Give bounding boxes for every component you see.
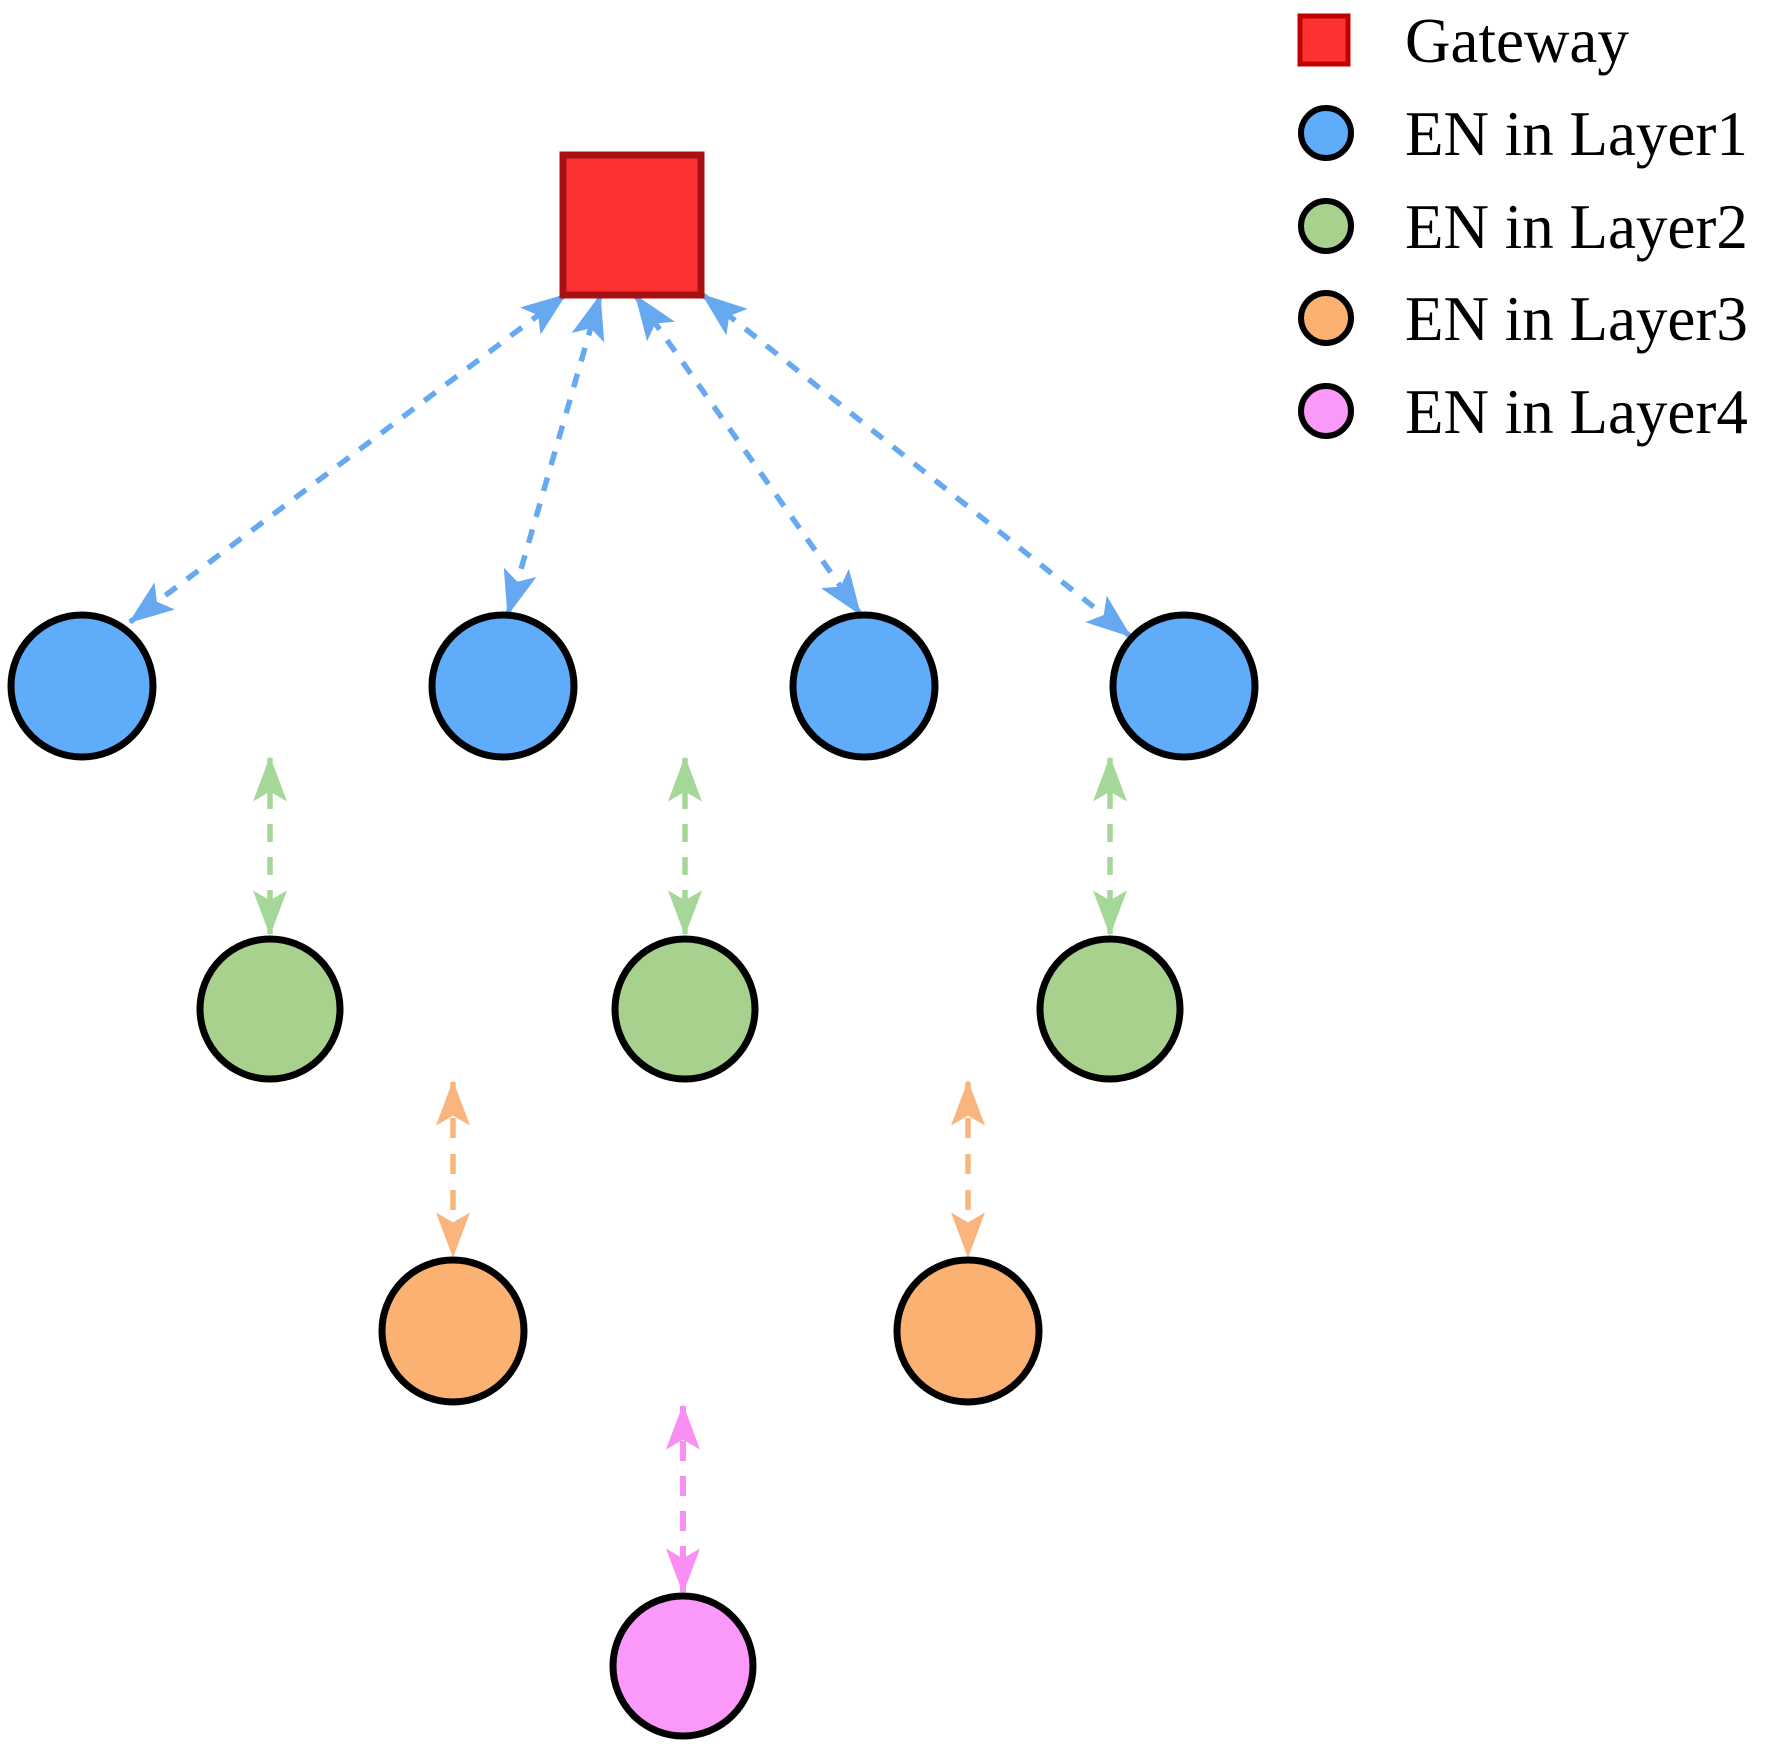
legend-swatch-layer3-circle <box>1298 290 1354 346</box>
link-gw-en-l1-1 <box>128 292 567 625</box>
legend-label: EN in Layer3 <box>1405 284 1748 354</box>
legend-label: EN in Layer4 <box>1405 377 1748 447</box>
en-l1-2-node <box>428 611 578 761</box>
en-l1-4-node <box>1109 611 1259 761</box>
en-l3-1-node <box>378 1256 528 1406</box>
links-group <box>128 292 1132 1594</box>
en-l1-1-node <box>7 611 157 761</box>
en-l3-2-node <box>893 1256 1043 1406</box>
legend-swatch-layer4-circle <box>1298 383 1354 439</box>
en-l2-2-node <box>611 935 759 1083</box>
en-l1-3-node <box>789 611 939 761</box>
legend: Gateway EN in Layer1 EN in Layer2 EN in Lay… <box>1297 6 1748 447</box>
link-gw-en-l1-3 <box>633 294 863 616</box>
legend-label: EN in Layer1 <box>1405 99 1748 169</box>
legend-label: EN in Layer2 <box>1405 192 1748 262</box>
legend-swatch-gateway-square <box>1297 13 1351 67</box>
en-l2-3-node <box>1036 935 1184 1083</box>
en-l2-1-node <box>196 935 344 1083</box>
legend-label: Gateway <box>1405 6 1629 76</box>
en-l4-1-node <box>609 1592 757 1740</box>
link-gw-en-l1-2 <box>503 294 605 616</box>
legend-swatch-layer1-circle <box>1298 105 1354 161</box>
legend-swatch-layer2-circle <box>1298 198 1354 254</box>
link-gw-en-l1-4 <box>701 292 1132 639</box>
nodes-group <box>7 151 1259 1740</box>
gateway-node <box>559 151 705 299</box>
